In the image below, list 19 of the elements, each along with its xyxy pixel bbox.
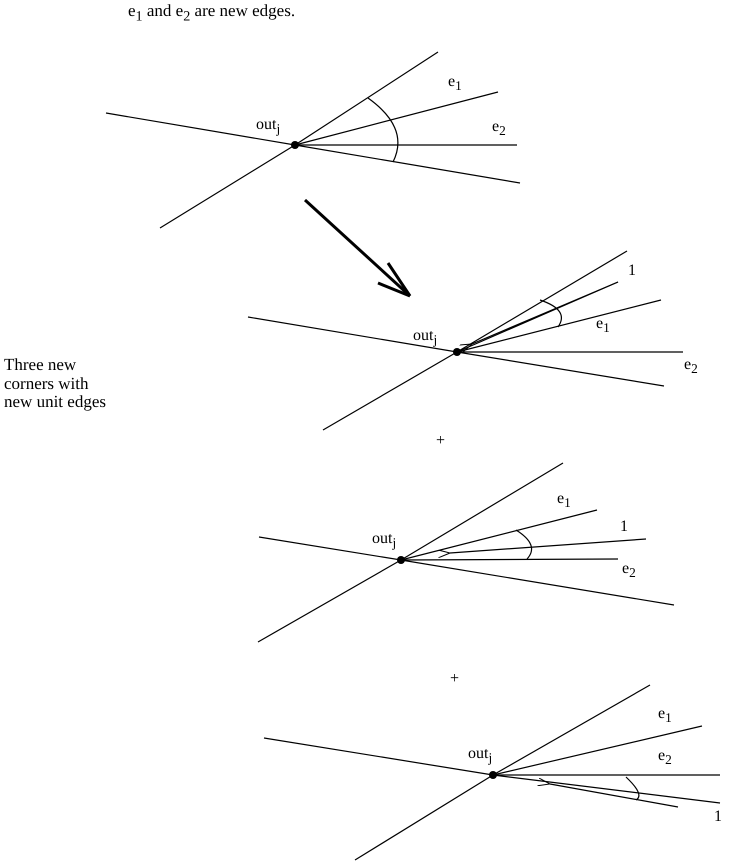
ray-name: e$_{1}$: [596, 315, 610, 336]
ray-name: e$_{1}$: [448, 73, 462, 94]
unit-length-number: 1: [628, 262, 636, 280]
unit-length-number: 1: [620, 518, 628, 536]
ray-name: e$_{2}$: [622, 560, 636, 581]
side-note: Three new corners with new unit edges: [4, 356, 107, 412]
unit-length-number: 1: [714, 808, 722, 826]
vertex-name: out$_{j}$: [413, 327, 438, 348]
vertex-name: out$_{j}$: [468, 745, 492, 766]
ray-name: e$_{1}$: [658, 705, 672, 726]
vertex-name: out$_{j}$: [372, 530, 396, 551]
ray-name: e$_{1}$: [557, 490, 571, 511]
plus-sign: +: [450, 670, 460, 688]
ray-name: e$_{2}$: [658, 747, 672, 768]
title: e$_{1}$ and e$_{2}$ are new edges.: [128, 2, 296, 25]
ray-name: e$_{2}$: [492, 118, 506, 139]
plus-sign: +: [436, 432, 446, 450]
ray-name: e$_{2}$: [684, 356, 698, 377]
vertex-name: out$_{j}$: [256, 116, 280, 137]
